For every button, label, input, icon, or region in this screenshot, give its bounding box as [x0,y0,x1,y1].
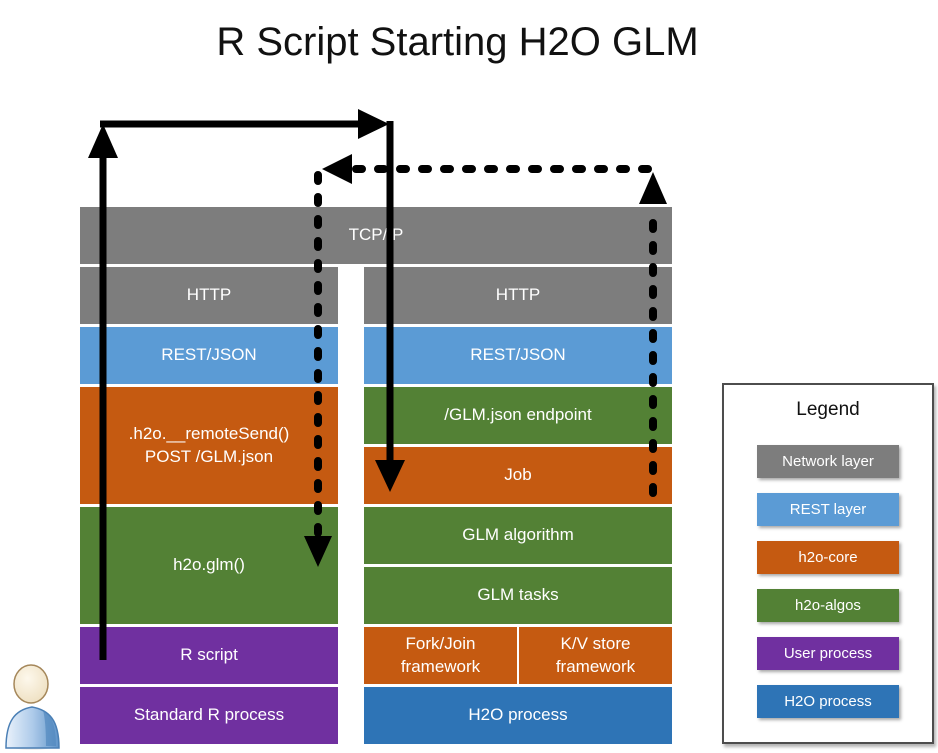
layer-r-script-label: R script [180,645,238,665]
layer-http-right-label: HTTP [495,285,541,305]
legend-item-user-process-label: User process [783,645,873,662]
arrowhead-left-dashed [322,154,352,184]
layer-restjson-right: REST/JSON [364,327,672,384]
arrowhead-up-dashed [639,172,667,204]
arrowhead-right [358,109,389,139]
legend-item-h2o-core: h2o-core [757,541,899,574]
remotesend-line2: POST /GLM.json [144,446,274,466]
layer-glm-algorithm: GLM algorithm [364,507,672,564]
layer-restjson-left: REST/JSON [80,327,338,384]
layer-job-label: Job [504,465,532,485]
layer-h2o-process: H2O process [364,687,672,744]
layer-h2o-glm: h2o.glm() [80,507,338,624]
legend-title: Legend [796,399,860,420]
layer-tcpip: TCP/IP [80,207,672,264]
layer-kv-store-framework-label: K/V store framework [555,634,636,676]
layer-http-left-label: HTTP [186,285,232,305]
page-title: R Script Starting H2O GLM [216,20,699,64]
layer-glm-endpoint-label: /GLM.json endpoint [444,405,592,425]
layer-remotesend: .h2o.__remoteSend() POST /GLM.json [80,387,338,504]
layer-restjson-right-label: REST/JSON [470,345,566,365]
legend-item-rest-layer-label: REST layer [789,501,867,518]
layer-r-script: R script [80,627,338,684]
layer-h2o-glm-label: h2o.glm() [173,555,245,575]
legend-item-h2o-algos: h2o-algos [757,589,899,622]
layer-frameworks-row: Fork/Join framework K/V store framework [364,627,672,684]
legend-item-network-layer-label: Network layer [782,453,874,470]
layer-glm-tasks: GLM tasks [364,567,672,624]
legend-box: Legend Network layer REST layer h2o-core… [722,383,934,744]
legend-items: Network layer REST layer h2o-core h2o-al… [724,445,932,718]
legend-item-h2o-process-label: H2O process [784,693,872,710]
layer-remotesend-label: .h2o.__remoteSend() POST /GLM.json [129,423,290,469]
layer-forkjoin-framework-label: Fork/Join framework [400,634,481,676]
legend-item-network-layer: Network layer [757,445,899,478]
layer-glm-endpoint: /GLM.json endpoint [364,387,672,444]
layer-restjson-left-label: REST/JSON [161,345,257,365]
layer-standard-r-process-label: Standard R process [133,705,285,725]
layer-job: Job [364,447,672,504]
layer-forkjoin-framework: Fork/Join framework [364,627,517,684]
layer-glm-algorithm-label: GLM algorithm [462,525,574,545]
layer-http-left: HTTP [80,267,338,324]
legend-item-h2o-process: H2O process [757,685,899,718]
legend-item-user-process: User process [757,637,899,670]
layer-h2o-process-label: H2O process [468,705,568,725]
layer-kv-store-framework: K/V store framework [519,627,672,684]
user-icon-head [13,664,49,704]
remotesend-line1: .h2o.__remoteSend() [128,423,290,443]
arrowhead-up [88,124,118,158]
legend-item-rest-layer: REST layer [757,493,899,526]
layer-http-right: HTTP [364,267,672,324]
user-icon [5,664,60,750]
legend-item-h2o-algos-label: h2o-algos [795,597,861,614]
layer-tcpip-label: TCP/IP [348,225,404,245]
layer-standard-r-process: Standard R process [80,687,338,744]
legend-item-h2o-core-label: h2o-core [798,549,858,566]
layer-glm-tasks-label: GLM tasks [477,585,559,605]
user-icon-arm [43,710,56,746]
